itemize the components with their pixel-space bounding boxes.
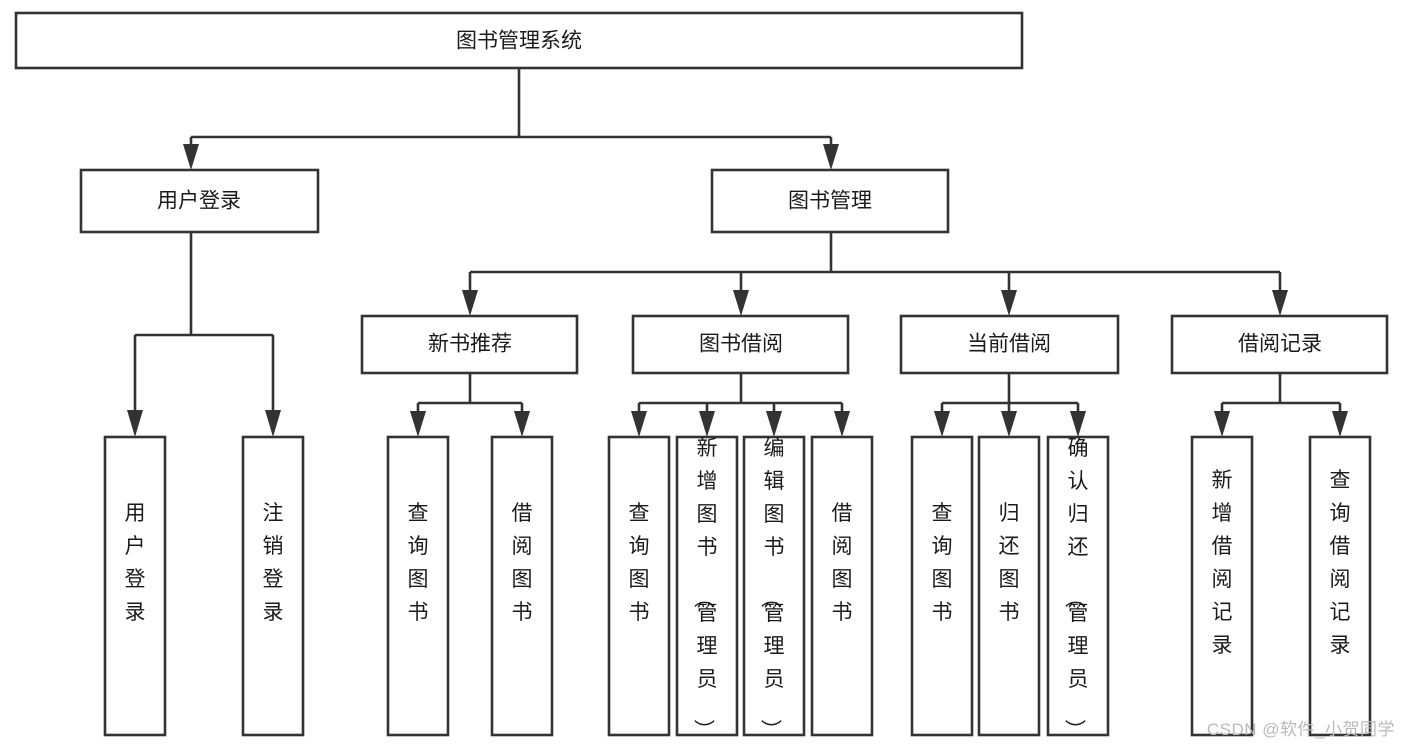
edges-book-borrow-to-leaves xyxy=(631,373,850,437)
leaf-br-add-record-label: 新增借阅记录 xyxy=(1212,469,1233,657)
leaf-br-add-record[interactable]: 新增借阅记录 xyxy=(1190,435,1254,737)
arrow-head-bb-edit-book xyxy=(766,411,782,437)
arrow-head-cb-return-book xyxy=(1001,411,1017,437)
arrow-head-current-borrow xyxy=(1001,290,1017,316)
leaf-nb-borrow-book-label: 借阅图书 xyxy=(512,502,533,624)
leaf-bb-add-book[interactable]: 新增图书（管理员） xyxy=(675,435,739,740)
leaf-cb-return-book-box[interactable] xyxy=(977,435,1041,737)
node-book-borrow-label: 图书借阅 xyxy=(699,333,783,356)
leaf-bb-edit-book-label: 编辑图书（管理员） xyxy=(759,437,785,740)
leaf-bb-query-book-box[interactable] xyxy=(607,435,671,737)
arrow-head-leaf-user-login xyxy=(127,410,143,437)
edges-user-login-to-leaves xyxy=(127,232,281,437)
arrow-head-bb-add-book xyxy=(699,411,715,437)
arrow-head-nb-query-book xyxy=(410,411,426,437)
arrow-head-borrow-record xyxy=(1272,290,1288,316)
node-current-borrow[interactable]: 当前借阅 xyxy=(899,314,1120,375)
arrow-head-bb-query-book xyxy=(631,411,647,437)
edges-borrow-record-to-leaves xyxy=(1214,373,1348,437)
leaf-nb-query-book[interactable]: 查询图书 xyxy=(386,435,450,737)
leaf-nb-borrow-book[interactable]: 借阅图书 xyxy=(490,435,554,737)
leaf-logout-label: 注销登录 xyxy=(263,502,284,624)
leaf-cb-query-book[interactable]: 查询图书 xyxy=(910,435,974,737)
leaf-nb-query-book-label: 查询图书 xyxy=(408,502,429,624)
node-book-management-box[interactable] xyxy=(710,168,950,234)
arrow-head-br-add-record xyxy=(1214,411,1230,437)
node-root-label: 图书管理系统 xyxy=(456,30,582,53)
arrow-head-cb-query-book xyxy=(934,411,950,437)
leaf-nb-query-book-box[interactable] xyxy=(386,435,450,737)
node-current-borrow-box[interactable] xyxy=(899,314,1120,375)
leaf-br-query-record-label: 查询借阅记录 xyxy=(1330,469,1351,657)
arrow-head-bb-borrow-book xyxy=(834,411,850,437)
leaf-cb-confirm-return[interactable]: 确认归还（管理员） xyxy=(1046,435,1110,740)
node-book-borrow[interactable]: 图书借阅 xyxy=(631,314,850,375)
node-borrow-record-box[interactable] xyxy=(1170,314,1389,375)
arrow-head-cb-confirm-return xyxy=(1070,411,1086,437)
leaf-cb-confirm-return-box[interactable] xyxy=(1046,435,1110,737)
leaf-cb-query-book-label: 查询图书 xyxy=(932,502,953,624)
node-book-management-label: 图书管理 xyxy=(788,190,872,213)
arrow-head-user-login xyxy=(183,144,199,170)
leaf-bb-borrow-book[interactable]: 借阅图书 xyxy=(810,435,874,737)
node-user-login-label: 用户登录 xyxy=(157,190,241,213)
node-root-system[interactable]: 图书管理系统 xyxy=(14,11,1024,70)
node-current-borrow-label: 当前借阅 xyxy=(967,333,1051,356)
node-new-book-recommend[interactable]: 新书推荐 xyxy=(360,314,579,375)
arrow-head-leaf-logout xyxy=(265,410,281,437)
leaf-user-login-box[interactable] xyxy=(103,435,167,737)
leaf-logout-box[interactable] xyxy=(241,435,305,737)
edges-current-borrow-to-leaves xyxy=(934,373,1086,437)
arrow-head-br-query-record xyxy=(1332,411,1348,437)
leaf-cb-return-book[interactable]: 归还图书 xyxy=(977,435,1041,737)
arrow-head-book-borrow xyxy=(733,290,749,316)
leaf-bb-borrow-book-box[interactable] xyxy=(810,435,874,737)
arrow-head-book-mgmt xyxy=(823,144,839,170)
leaf-br-add-record-box[interactable] xyxy=(1190,435,1254,737)
leaf-bb-query-book[interactable]: 查询图书 xyxy=(607,435,671,737)
node-new-book-recommend-box[interactable] xyxy=(360,314,579,375)
leaf-user-login[interactable]: 用户登录 xyxy=(103,435,167,737)
leaf-br-query-record-box[interactable] xyxy=(1308,435,1372,737)
arrow-head-new-book-recommend xyxy=(462,290,478,316)
leaf-bb-edit-book-box[interactable] xyxy=(742,435,806,737)
edges-book-mgmt-to-level3 xyxy=(462,232,1288,316)
node-borrow-record[interactable]: 借阅记录 xyxy=(1170,314,1389,375)
leaf-bb-query-book-label: 查询图书 xyxy=(629,502,650,624)
leaf-bb-add-book-box[interactable] xyxy=(675,435,739,737)
edges-new-book-to-leaves xyxy=(410,373,530,437)
leaf-cb-return-book-label: 归还图书 xyxy=(999,502,1020,624)
leaf-bb-borrow-book-label: 借阅图书 xyxy=(832,502,853,624)
leaf-bb-edit-book[interactable]: 编辑图书（管理员） xyxy=(742,435,806,740)
node-user-login[interactable]: 用户登录 xyxy=(79,168,320,234)
node-new-book-recommend-label: 新书推荐 xyxy=(428,333,512,356)
node-book-borrow-box[interactable] xyxy=(631,314,850,375)
leaf-br-query-record[interactable]: 查询借阅记录 xyxy=(1308,435,1372,737)
csdn-watermark: CSDN @软件_小贺同学 xyxy=(1206,720,1395,739)
leaf-cb-confirm-return-label: 确认归还（管理员） xyxy=(1063,437,1089,740)
leaf-user-login-label: 用户登录 xyxy=(125,502,146,624)
leaf-bb-add-book-label: 新增图书（管理员） xyxy=(692,437,718,740)
node-book-management[interactable]: 图书管理 xyxy=(710,168,950,234)
arrow-head-nb-borrow-book xyxy=(514,411,530,437)
edges-root-to-level2 xyxy=(183,68,839,170)
leaf-logout[interactable]: 注销登录 xyxy=(241,435,305,737)
leaf-nb-borrow-book-box[interactable] xyxy=(490,435,554,737)
node-user-login-box[interactable] xyxy=(79,168,320,234)
leaf-cb-query-book-box[interactable] xyxy=(910,435,974,737)
node-borrow-record-label: 借阅记录 xyxy=(1238,333,1322,356)
node-root-box[interactable] xyxy=(14,11,1024,70)
